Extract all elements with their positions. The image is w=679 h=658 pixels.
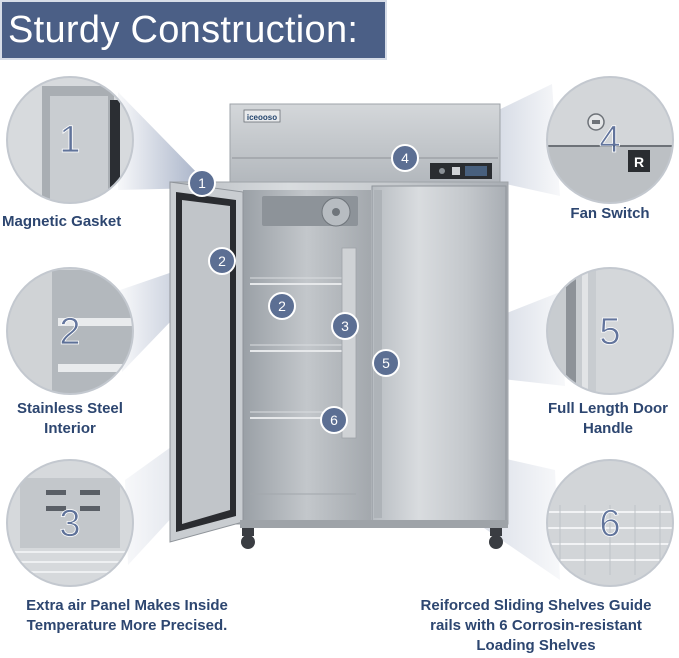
marker-badge-2a: 2 (208, 247, 236, 275)
svg-text:5: 5 (382, 355, 390, 371)
marker-badge-2b: 2 (268, 292, 296, 320)
title-banner: Sturdy Construction: (0, 0, 387, 60)
callout-number-6: 6 (599, 503, 620, 545)
marker-badge-3: 3 (331, 312, 359, 340)
caption-magnetic-gasket: Magnetic Gasket (2, 213, 122, 230)
callout-number-5: 5 (599, 311, 620, 353)
zoom-circle-6 (546, 459, 674, 587)
marker-badge-6: 6 (320, 406, 348, 434)
svg-text:3: 3 (341, 318, 349, 334)
caption-extra-air-panel: Extra air Panel Makes Inside Temperature… (26, 597, 228, 634)
marker-badge-4: 4 (391, 144, 419, 172)
zoom-circle-1 (6, 76, 134, 204)
caption-door-handle: Full Length Door Handle (548, 400, 668, 437)
switch-letter: R (634, 154, 644, 170)
marker-badge-1: 1 (188, 169, 216, 197)
brand-logo (243, 109, 281, 123)
brand-logo-text: iceooso (247, 113, 277, 122)
callout-number-1: 1 (59, 119, 80, 161)
svg-text:1: 1 (198, 175, 206, 191)
marker-badge-5: 5 (372, 349, 400, 377)
marker-badges: 1 2 2 3 4 5 6 (188, 144, 419, 434)
callout-number-4: 4 (599, 119, 620, 161)
caption-stainless-steel-interior: Stainless Steel Interior (17, 400, 123, 437)
svg-text:2: 2 (218, 253, 226, 269)
svg-text:4: 4 (401, 150, 409, 166)
callout-number-2: 2 (59, 311, 80, 353)
svg-text:6: 6 (330, 412, 338, 428)
page-title: Sturdy Construction: (8, 8, 359, 51)
caption-fan-switch: Fan Switch (570, 205, 650, 222)
caption-sliding-shelves: Reiforced Sliding Shelves Guide rails wi… (420, 597, 652, 654)
svg-text:2: 2 (278, 298, 286, 314)
zoom-circle-3 (6, 459, 134, 587)
refrigerator (169, 103, 509, 549)
callout-number-3: 3 (59, 503, 80, 545)
